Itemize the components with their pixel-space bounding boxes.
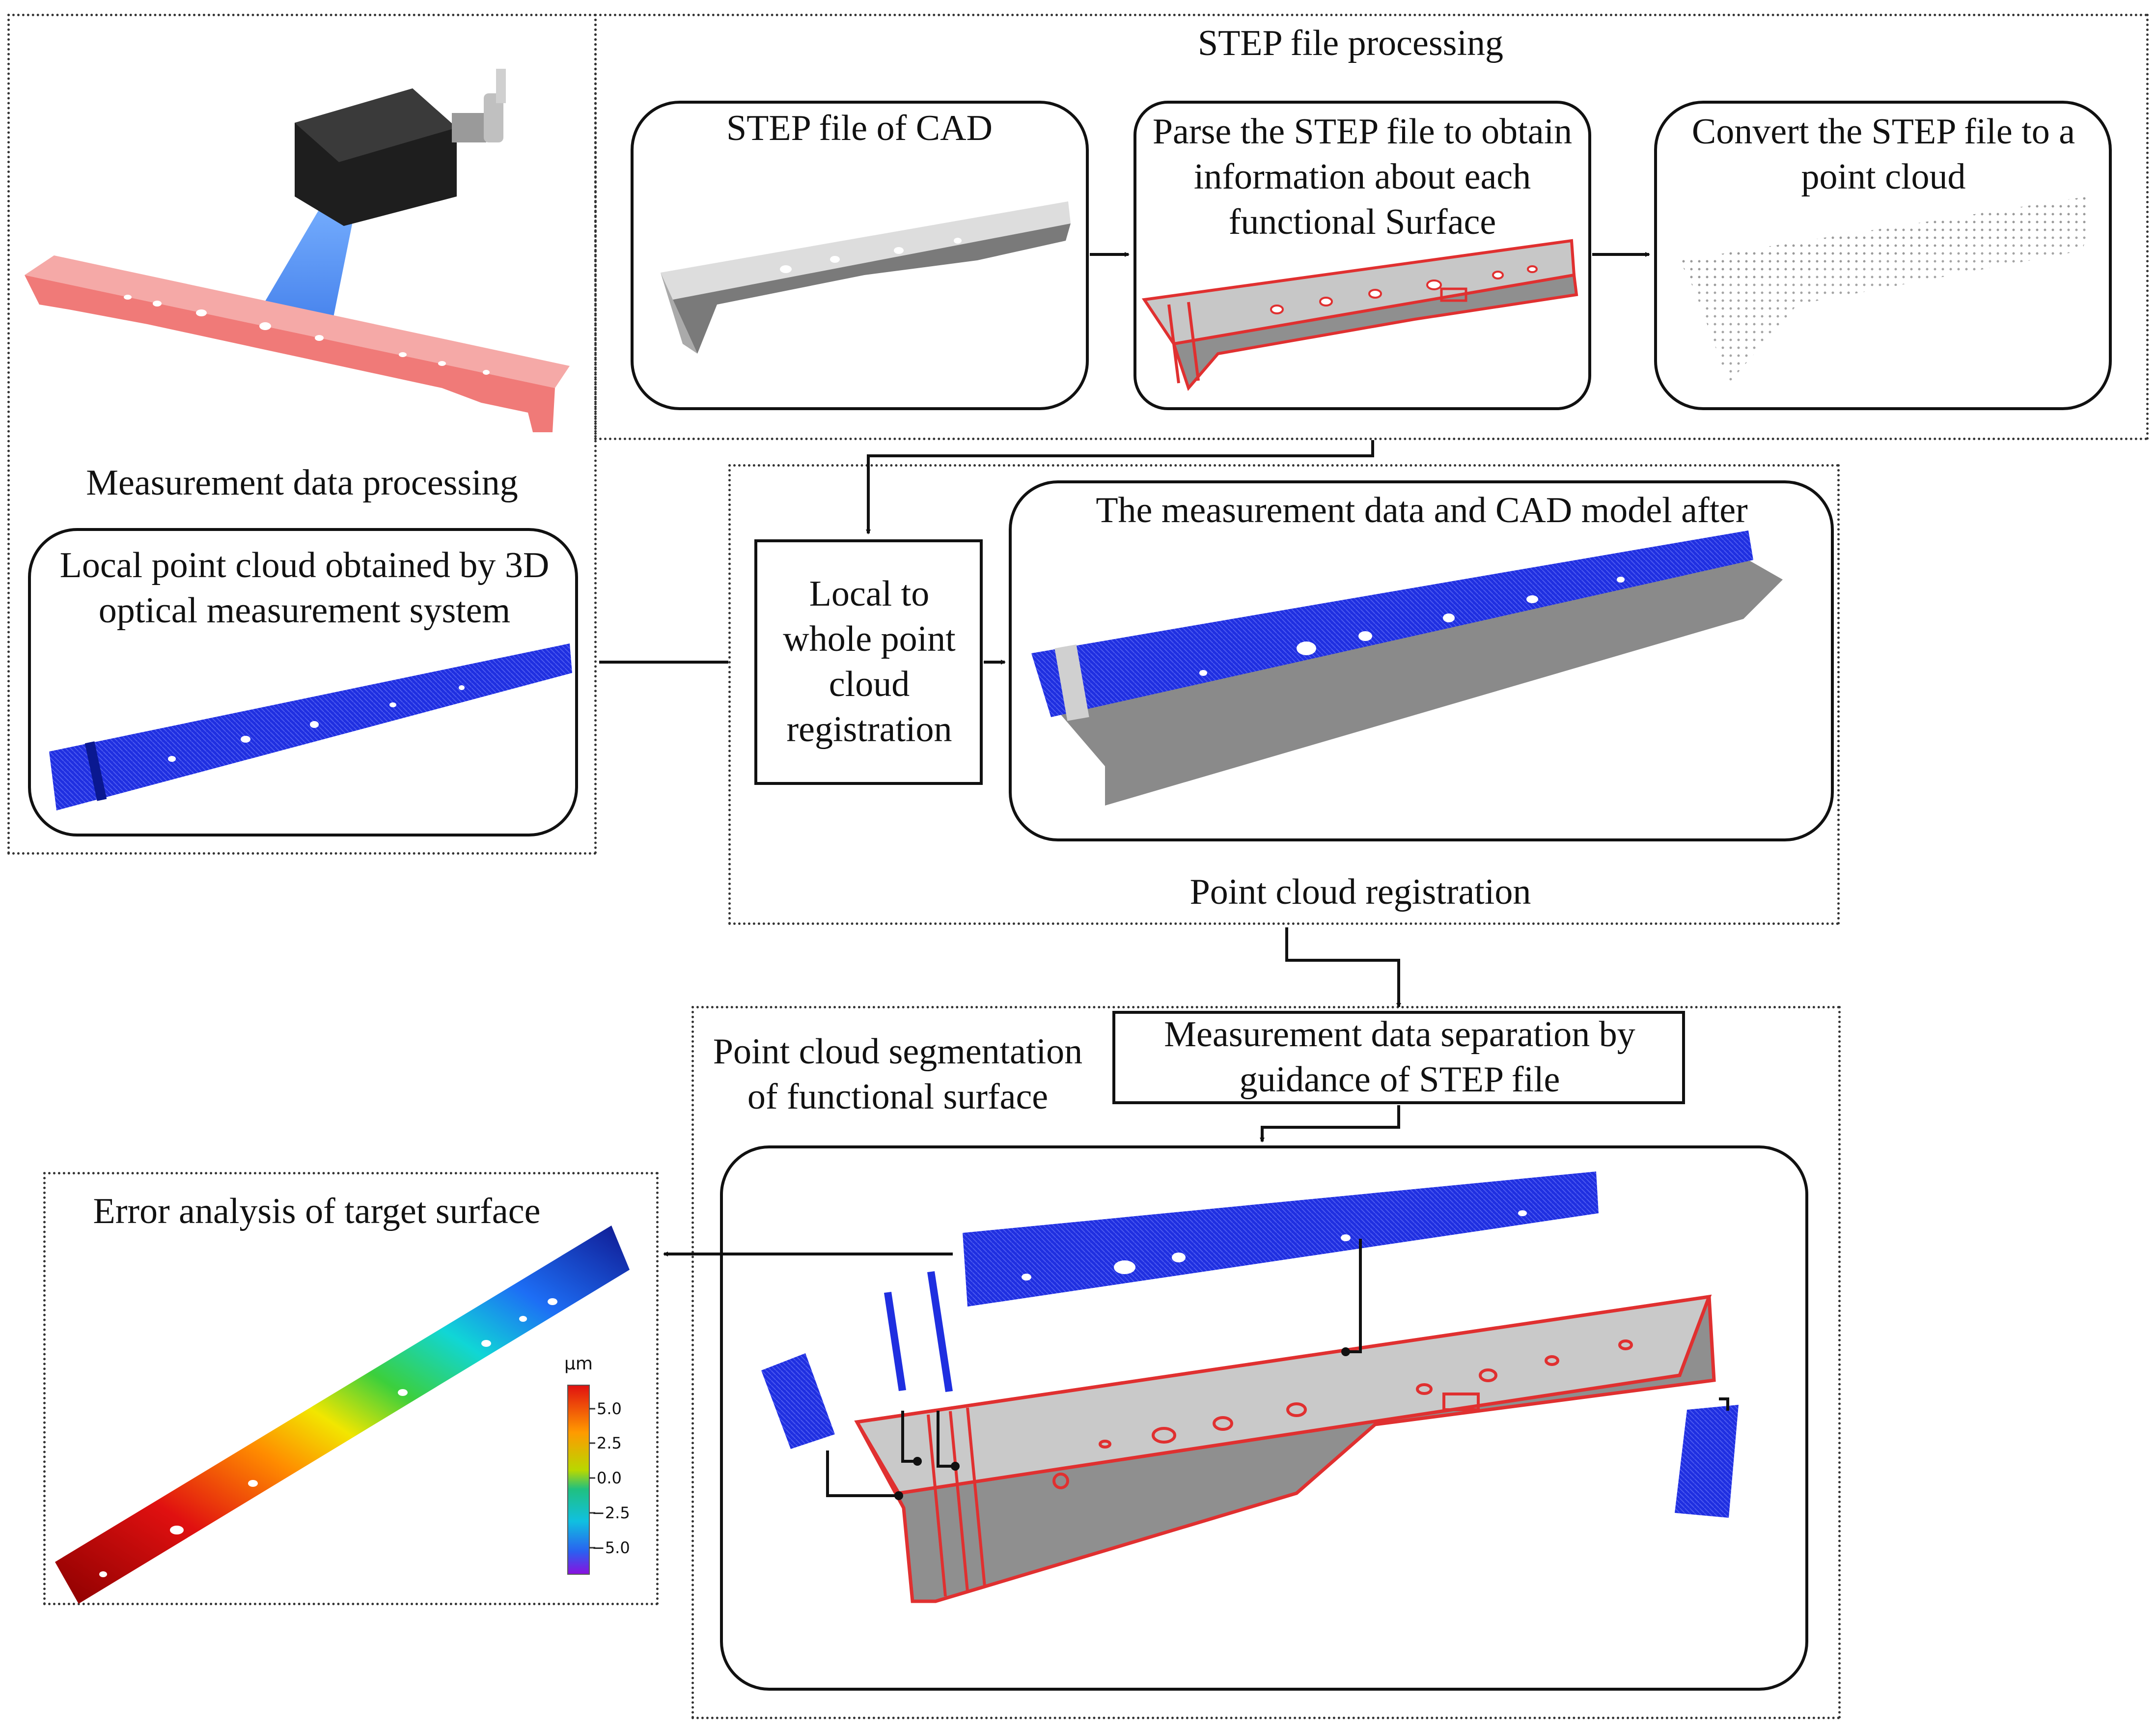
scanner-illustration	[260, 69, 506, 339]
step-parse-label: Parse the STEP file to obtain informatio…	[1152, 111, 1573, 242]
local-pointcloud-illustration	[49, 643, 572, 810]
segmented-parts-illustration	[761, 1171, 1739, 1603]
functional-surfaces-illustration	[1141, 239, 1578, 391]
step-processing-frame	[594, 14, 2149, 440]
registration-frame	[728, 464, 1840, 925]
separation-box	[1112, 1011, 1685, 1104]
projection-beam	[260, 193, 359, 339]
segmentation-frame	[691, 1006, 1841, 1719]
segmentation-title: Point cloud segmentation of functional s…	[713, 1031, 1083, 1117]
error-heatmap-illustration	[55, 1226, 630, 1604]
registered-model-label: The measurement data and CAD model after	[1096, 490, 1748, 530]
colorbar	[567, 1385, 590, 1575]
error-analysis-title: Error analysis of target surface	[93, 1191, 541, 1231]
registration-box	[754, 539, 983, 785]
step-cad-label: STEP file of CAD	[726, 108, 993, 148]
registration-box-label: Local to whole point cloud registration	[783, 574, 956, 750]
separation-box-label: Measurement data separation by guidance …	[1164, 1014, 1635, 1100]
colorbar-tick: 0.0	[597, 1469, 622, 1487]
cad-pointcloud-illustration	[1680, 196, 2090, 383]
measurement-title: Measurement data processing	[86, 463, 518, 503]
segment-right-end	[1675, 1405, 1739, 1518]
colorbar-tick: −5.0	[592, 1538, 630, 1557]
local-pointcloud-label: Local point cloud obtained by 3D optical…	[59, 545, 550, 631]
colorbar-unit: μm	[564, 1354, 593, 1374]
measured-part-illustration	[25, 255, 570, 432]
cad-model-illustration	[661, 201, 1071, 354]
step-pointcloud-label: Convert the STEP file to a point cloud	[1691, 111, 2075, 197]
colorbar-tick: 5.0	[597, 1399, 622, 1418]
segment-top-surface	[963, 1171, 1599, 1307]
colorbar-tick: −2.5	[592, 1504, 630, 1522]
step-processing-title: STEP file processing	[1197, 23, 1504, 63]
connectors	[599, 252, 1729, 1497]
colorbar-tick: 2.5	[597, 1434, 622, 1452]
segment-strip-1	[884, 1292, 906, 1391]
segment-strip-2	[927, 1271, 953, 1392]
error-analysis-frame	[43, 1172, 659, 1605]
registration-title: Point cloud registration	[1189, 872, 1531, 912]
registered-overlay-illustration	[1031, 530, 1783, 806]
segment-left-end	[761, 1353, 835, 1449]
